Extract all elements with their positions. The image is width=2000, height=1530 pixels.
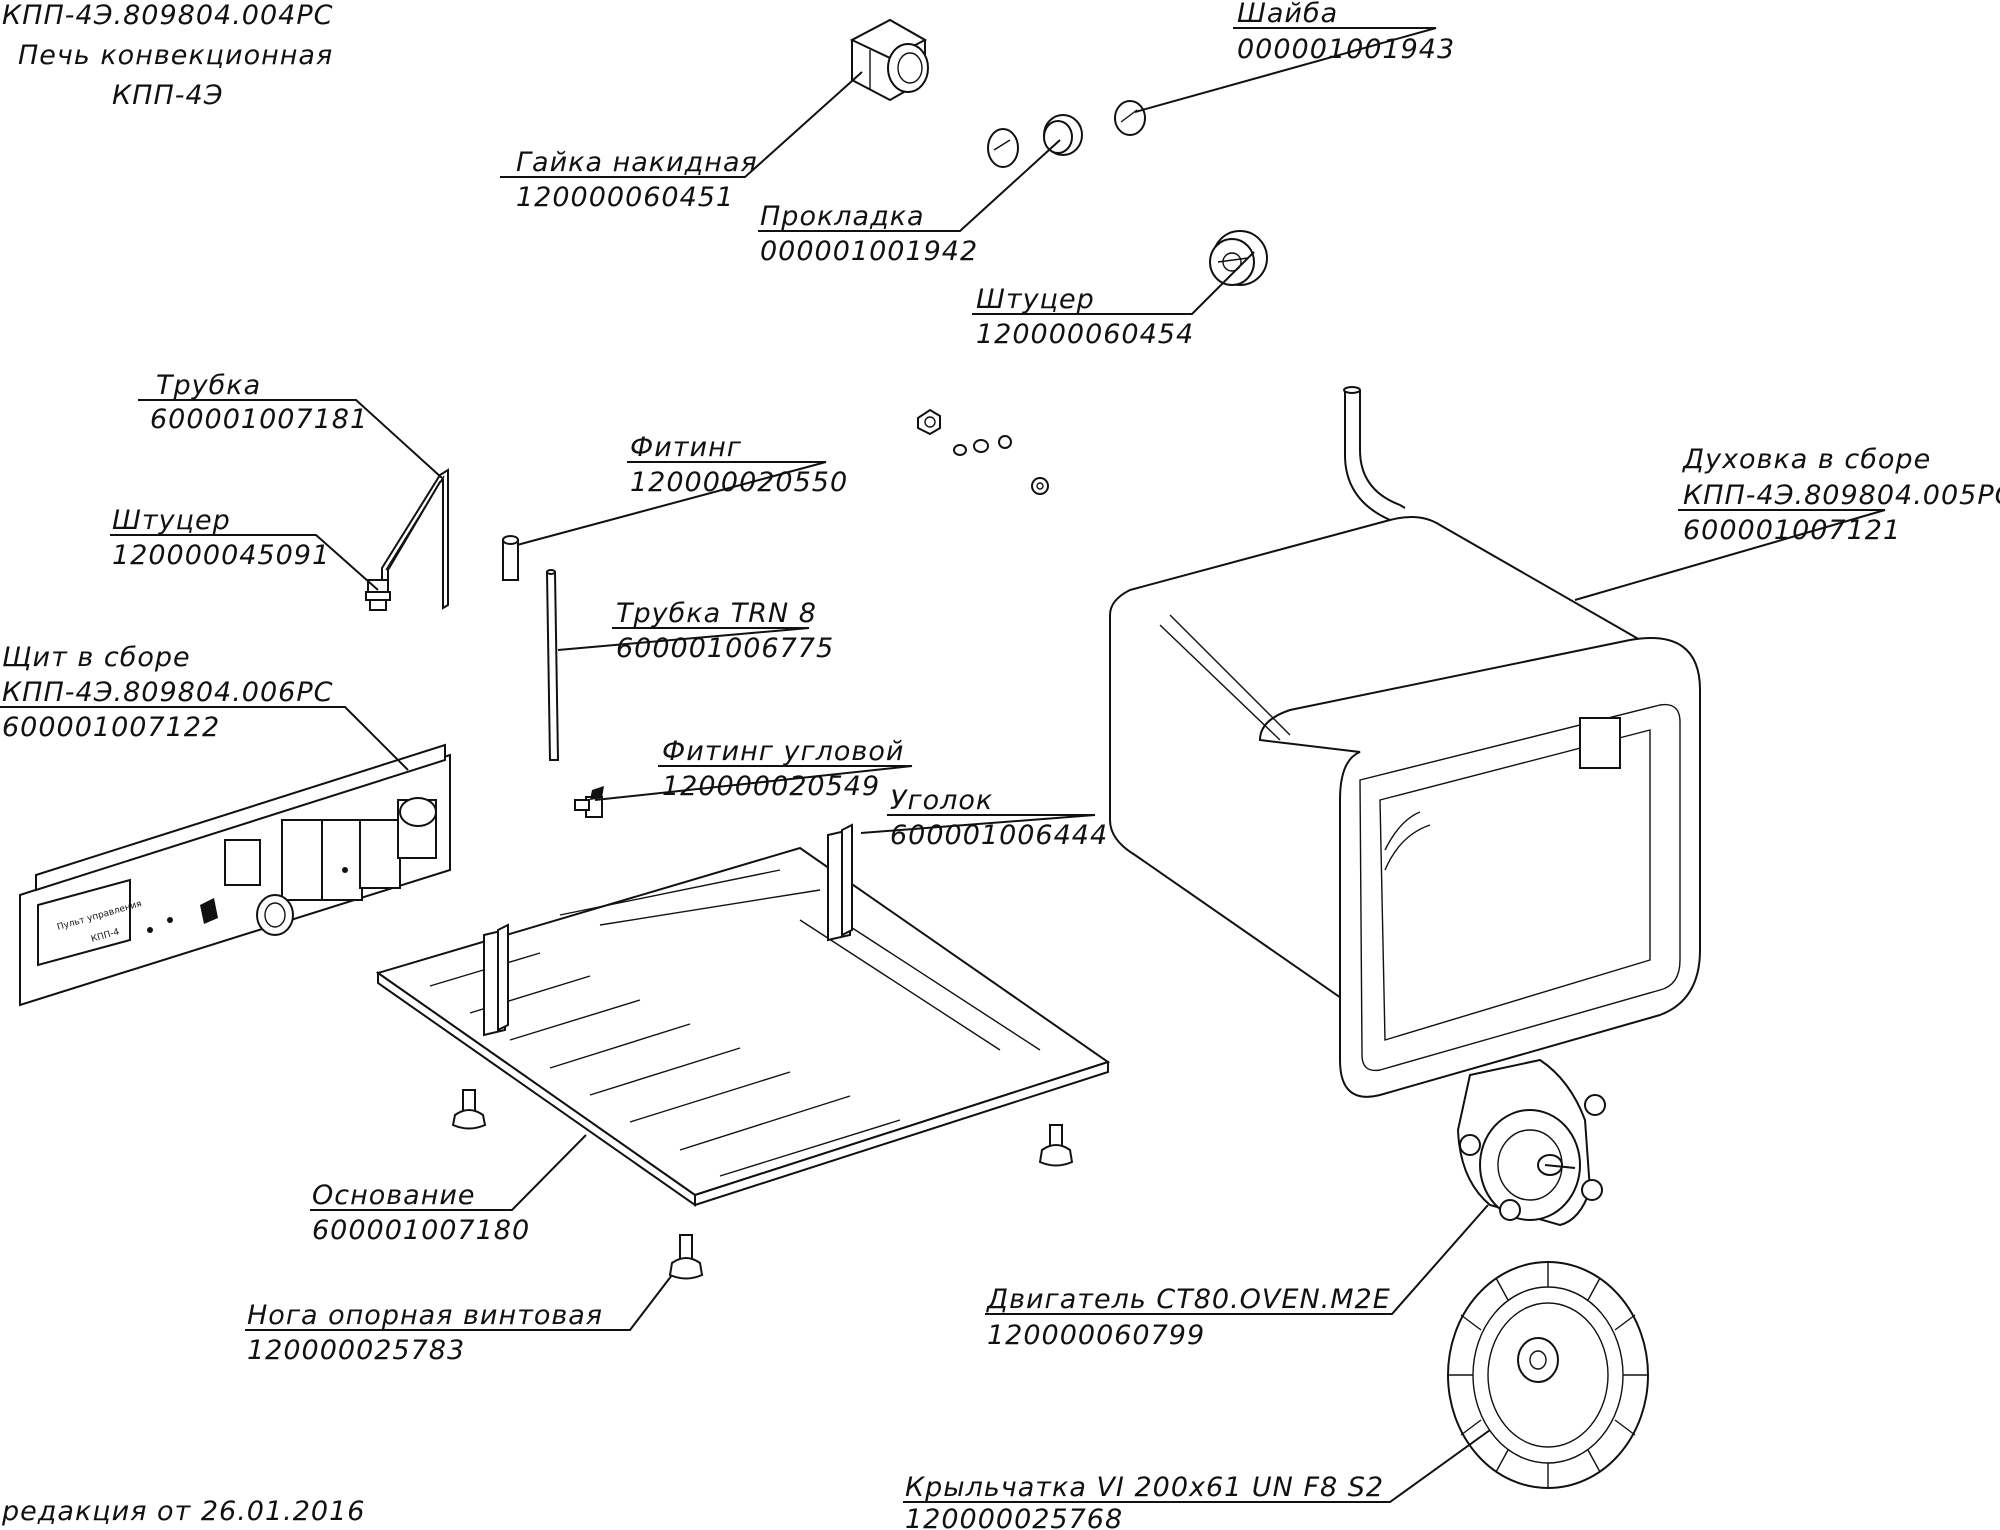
doc-code: КПП-4Э.809804.004РС bbox=[2, 0, 333, 31]
label-oven-code: 600001007121 bbox=[1683, 515, 1901, 546]
label-nut-name: Гайка накидная bbox=[516, 147, 758, 178]
label-oven-name-line1: Духовка в сборе bbox=[1682, 444, 1931, 475]
callout-leaders bbox=[0, 27, 1886, 1503]
product-name: Печь конвекционная bbox=[18, 40, 333, 71]
base-part bbox=[375, 846, 1111, 1207]
tube-part bbox=[381, 468, 449, 610]
foot-part-right bbox=[1038, 1124, 1074, 1167]
control-panel-part: Пульт управления КПП-4 bbox=[19, 743, 451, 1007]
motor-part bbox=[1456, 1058, 1606, 1227]
nut-part bbox=[849, 18, 929, 102]
fitting-part bbox=[502, 535, 519, 581]
label-tube-code: 600001007181 bbox=[150, 404, 368, 435]
nipple-top-part bbox=[1209, 230, 1268, 286]
label-panel-code: 600001007122 bbox=[2, 712, 220, 743]
label-nipple-left-name: Штуцер bbox=[112, 505, 231, 536]
label-impeller-code: 120000025768 bbox=[905, 1504, 1123, 1530]
nipple-left-part bbox=[365, 579, 391, 611]
label-base-name: Основание bbox=[312, 1180, 476, 1211]
label-corner-code: 600001006444 bbox=[890, 820, 1108, 851]
label-base-code: 600001007180 bbox=[312, 1215, 530, 1246]
label-nipple-left-code: 120000045091 bbox=[112, 540, 330, 571]
label-fitting-code: 120000020550 bbox=[630, 467, 848, 498]
label-motor-name: Двигатель CT80.OVEN.M2E bbox=[986, 1284, 1391, 1315]
label-fitting-name: Фитинг bbox=[630, 432, 742, 463]
corner-part bbox=[483, 823, 853, 1037]
label-tube-trn-code: 600001006775 bbox=[616, 633, 834, 664]
label-washer-code: 000001001943 bbox=[1237, 34, 1455, 65]
label-foot-name: Нога опорная винтовая bbox=[247, 1300, 603, 1331]
label-washer-name: Шайба bbox=[1237, 0, 1338, 29]
label-corner-name: Уголок bbox=[890, 785, 993, 816]
product-model: КПП-4Э bbox=[112, 80, 224, 111]
label-oven-name-line2: КПП-4Э.809804.005РС bbox=[1683, 480, 2000, 511]
oven-part bbox=[1109, 386, 1701, 1098]
foot-part-left bbox=[451, 1089, 487, 1130]
label-tube-trn-name: Трубка TRN 8 bbox=[616, 598, 817, 629]
title-block: КПП-4Э.809804.004РС Печь конвекционная К… bbox=[2, 0, 333, 111]
angle-fitting-part bbox=[574, 786, 604, 818]
label-gasket-name: Прокладка bbox=[760, 201, 925, 232]
label-panel-name-line1: Щит в сборе bbox=[2, 642, 191, 673]
washer-part bbox=[1114, 100, 1146, 136]
label-motor-code: 120000060799 bbox=[987, 1320, 1205, 1351]
label-nipple-top-name: Штуцер bbox=[976, 284, 1095, 315]
label-nipple-top-code: 120000060454 bbox=[976, 319, 1194, 350]
label-tube-name: Трубка bbox=[156, 370, 261, 401]
label-impeller-name: Крыльчатка VI 200x61 UN F8 S2 bbox=[905, 1472, 1384, 1503]
impeller-part bbox=[1447, 1261, 1649, 1489]
foot-part-bottom bbox=[668, 1234, 704, 1280]
label-nut-code: 120000060451 bbox=[516, 182, 734, 213]
label-angle-fitting-name: Фитинг угловой bbox=[662, 736, 904, 767]
hardware-cluster bbox=[917, 408, 1049, 495]
label-foot-code: 120000025783 bbox=[247, 1335, 465, 1366]
label-panel-name-line2: КПП-4Э.809804.006РС bbox=[2, 677, 333, 708]
gasket-part bbox=[987, 128, 1019, 168]
label-angle-fitting-code: 120000020549 bbox=[662, 771, 880, 802]
revision-note: редакция от 26.01.2016 bbox=[1, 1496, 365, 1527]
label-gasket-code: 000001001942 bbox=[760, 236, 978, 267]
tube-trn-part bbox=[545, 569, 560, 761]
